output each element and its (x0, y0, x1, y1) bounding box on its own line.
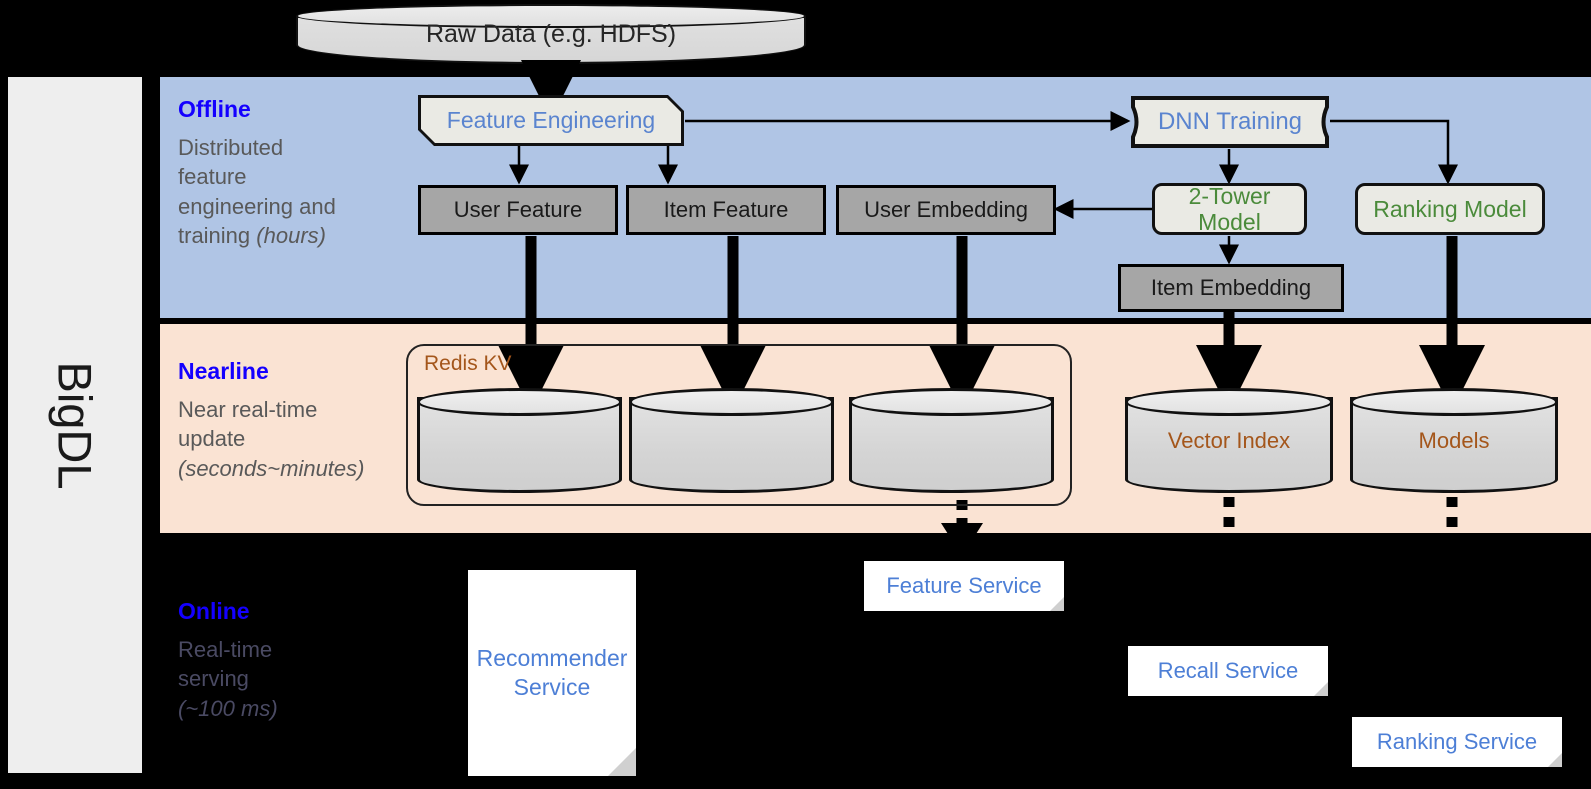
band-label-online: Online Real-time serving (~100 ms) (178, 598, 408, 723)
feature-engineering-label: Feature Engineering (421, 98, 681, 143)
store-item-feature[interactable] (629, 388, 834, 493)
ranking-service-label: Ranking Service (1376, 729, 1538, 755)
band-label-offline: Offline Distributed feature engineering … (178, 96, 408, 250)
node-item-embedding[interactable]: Item Embedding (1118, 264, 1344, 312)
recall-service-label: Recall Service (1157, 658, 1299, 684)
offline-desc-italic: (hours) (256, 222, 326, 248)
node-user-feature[interactable]: User Feature (418, 185, 618, 235)
raw-data-label: Raw Data (e.g. HDFS) (425, 19, 677, 48)
service-feature[interactable]: Feature Service (864, 561, 1064, 611)
ranking-service-fold-corner (1548, 753, 1562, 767)
user-embedding-store-top (849, 388, 1054, 416)
node-user-embedding[interactable]: User Embedding (836, 185, 1056, 235)
offline-description: Distributed feature engineering and trai… (178, 133, 408, 250)
node-dnn-training[interactable]: DNN Training (1130, 95, 1330, 149)
offline-desc-l3: engineering and (178, 193, 336, 219)
item-feature-store-label (629, 388, 834, 493)
band-label-nearline: Nearline Near real-time update (seconds~… (178, 358, 408, 483)
dnn-training-shape (1130, 95, 1330, 149)
recall-service-fold-corner (1314, 682, 1328, 696)
feature-service-fold-corner (1050, 597, 1064, 611)
nearline-description: Near real-time update (seconds~minutes) (178, 395, 408, 483)
user-embedding-store-label (849, 388, 1054, 493)
user-feature-label: User Feature (453, 197, 583, 223)
online-desc-l2: serving (178, 666, 249, 692)
service-recommender[interactable]: Recommender Service (468, 570, 636, 776)
nearline-desc-italic: (seconds~minutes) (178, 455, 365, 481)
ranking-model-label: Ranking Model (1373, 195, 1527, 222)
store-user-feature[interactable] (417, 388, 622, 493)
node-ranking-model[interactable]: Ranking Model (1355, 183, 1545, 235)
offline-desc-l2: feature (178, 164, 247, 190)
node-feature-engineering[interactable]: Feature Engineering (418, 95, 684, 146)
offline-desc-l1: Distributed (178, 135, 284, 160)
nearline-desc-l2: update (178, 426, 246, 452)
vector-index-label: Vector Index (1167, 427, 1291, 453)
bigdl-framework-rail: BigDL (8, 77, 142, 773)
nearline-heading: Nearline (178, 358, 269, 384)
offline-desc-l4: training (178, 222, 257, 248)
bigdl-label: BigDL (48, 360, 102, 490)
online-description: Real-time serving (~100 ms) (178, 635, 408, 723)
user-feature-store-label (417, 388, 622, 493)
store-models[interactable]: Models (1350, 388, 1558, 493)
raw-data-store[interactable]: Raw Data (e.g. HDFS) (296, 4, 806, 64)
service-ranking[interactable]: Ranking Service (1352, 717, 1562, 767)
node-item-feature[interactable]: Item Feature (626, 185, 826, 235)
online-desc-italic: (~100 ms) (178, 695, 278, 721)
two-tower-model-label: 2-Tower Model (1188, 182, 1271, 235)
redis-kv-container[interactable]: Redis KV (406, 344, 1072, 506)
service-recall[interactable]: Recall Service (1128, 646, 1328, 696)
nearline-desc-l1: Near real-time (178, 397, 318, 422)
store-vector-index[interactable]: Vector Index (1125, 388, 1333, 493)
item-embedding-label: Item Embedding (1150, 275, 1312, 301)
user-feature-store-top (417, 388, 622, 416)
redis-kv-label: Redis KV (424, 352, 512, 375)
online-heading: Online (178, 598, 250, 624)
offline-heading: Offline (178, 96, 251, 122)
recommender-service-label: Recommender Service (476, 645, 628, 700)
user-embedding-label: User Embedding (864, 197, 1028, 223)
vector-index-top (1125, 388, 1333, 416)
feature-service-label: Feature Service (886, 573, 1042, 599)
item-feature-label: Item Feature (663, 197, 789, 223)
dnn-training-label: DNN Training (1157, 108, 1303, 135)
models-label: Models (1418, 427, 1490, 453)
store-user-embedding[interactable] (849, 388, 1054, 493)
recommender-fold-corner (608, 748, 636, 776)
online-desc-l1: Real-time (178, 637, 273, 662)
node-2-tower-model[interactable]: 2-Tower Model (1152, 183, 1307, 235)
raw-data-cylinder-top (296, 4, 806, 28)
item-feature-store-top (629, 388, 834, 416)
models-top (1350, 388, 1558, 416)
